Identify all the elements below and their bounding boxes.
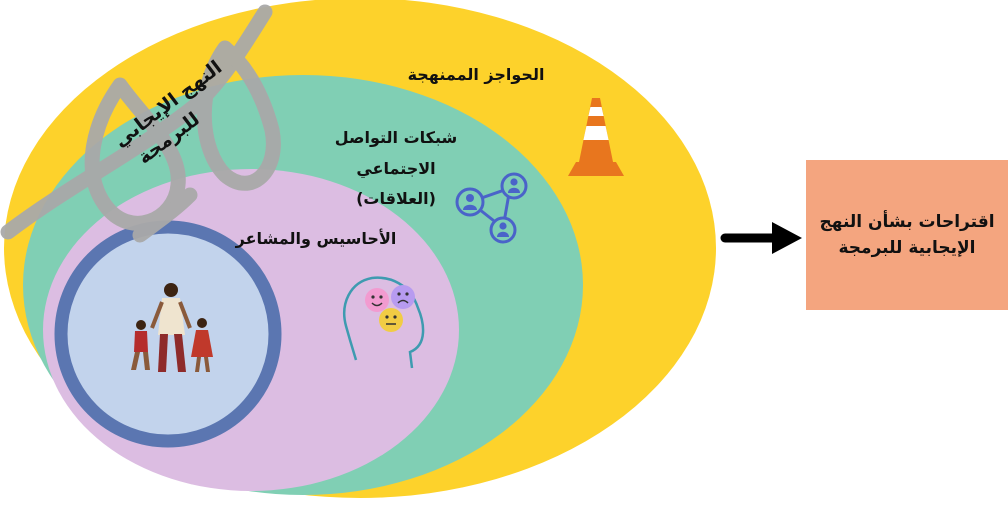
ribbon-icon <box>0 4 281 243</box>
barriers-label: الحواجز الممنهجة <box>408 65 545 84</box>
family-walking-icon <box>131 283 213 372</box>
result-line-1: اقتراحات بشأن النهج <box>819 212 995 232</box>
head-emotions-icon <box>343 276 425 369</box>
networks-label-line-3: (العلاقات) <box>356 189 436 208</box>
result-box: اقتراحات بشأن النهج الإيجابية للبرمجة <box>806 160 1008 310</box>
networks-label-line-1: شبكات التواصل <box>335 128 458 147</box>
feelings-label: الأحاسيس والمشاعر <box>235 229 397 248</box>
networks-label: شبكات التواصل الاجتماعي (العلاقات) <box>335 128 458 208</box>
result-line-2: الإيجابية للبرمجة <box>838 238 976 258</box>
inner-circle-ring <box>54 220 282 448</box>
networks-label-line-2: الاجتماعي <box>356 159 435 179</box>
result-box-bg <box>806 160 1008 310</box>
traffic-cone-icon <box>568 98 624 176</box>
social-network-people <box>463 178 520 237</box>
arrow-right-icon <box>720 222 802 254</box>
